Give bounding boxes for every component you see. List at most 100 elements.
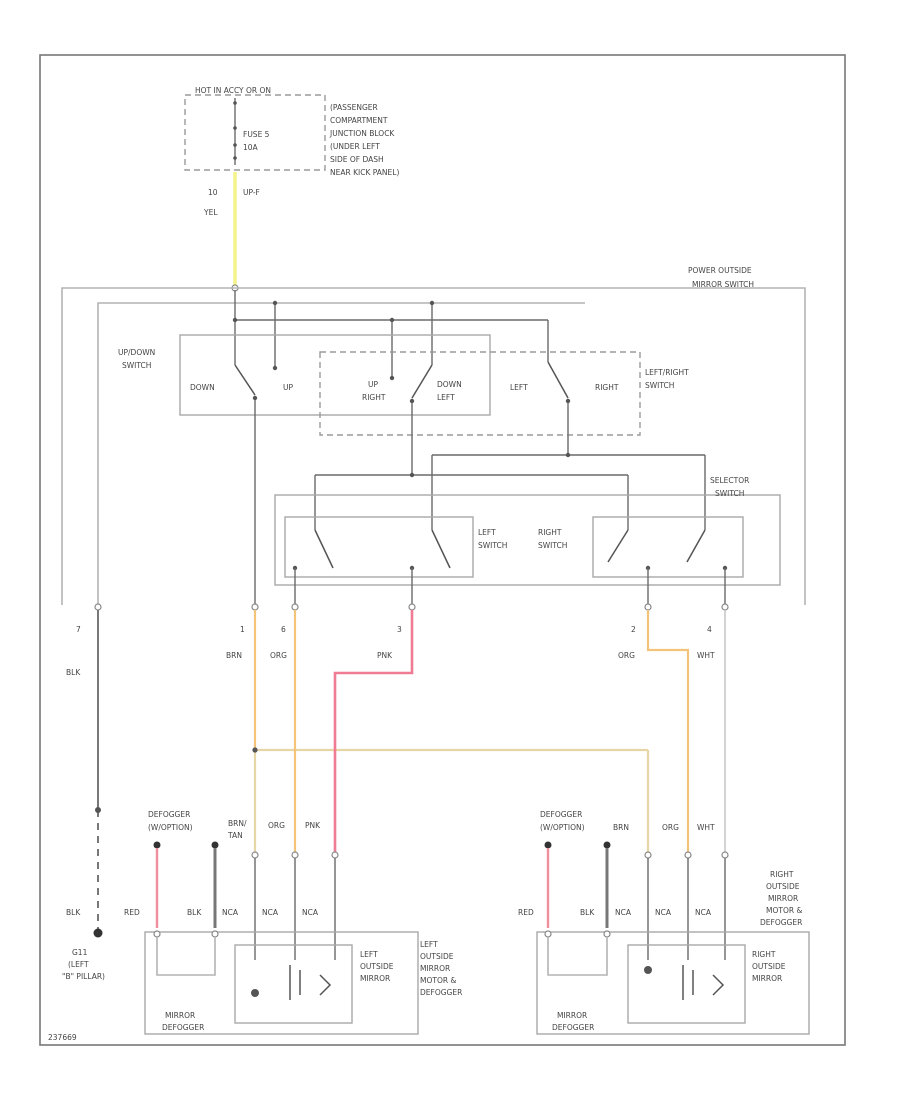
right-mirror-assembly: MIRROR DEFOGGER RIGHT OUTSIDE MIRROR RIG… [536, 870, 810, 1035]
updown-switch: UP/DOWN SWITCH DOWN UP UP RIGHT DOWN LEF… [118, 334, 491, 416]
right-blk: BLK [580, 908, 595, 917]
down-left-1: DOWN [437, 380, 462, 389]
color-3: PNK [377, 651, 393, 660]
left-brn-tan-1: BRN/ [228, 819, 247, 828]
pin-4: 4 [707, 625, 712, 634]
right-mirror-defogger-1: MIRROR [557, 1011, 587, 1020]
right-mirror-defogger-2: DEFOGGER [552, 1023, 594, 1032]
switch-title-1: POWER OUTSIDE [688, 266, 752, 275]
right-mirror-3: MIRROR [752, 974, 782, 983]
left-mirror-defogger-1: MIRROR [165, 1011, 195, 1020]
right-defogger-2: (W/OPTION) [540, 823, 585, 832]
ground-label-1: G11 [72, 948, 88, 957]
diagram-id: 237669 [48, 1033, 77, 1042]
right-org: ORG [662, 823, 679, 832]
switch-title-2: MIRROR SWITCH [692, 280, 754, 289]
up-label: UP [283, 383, 293, 392]
right-assembly-1: RIGHT [770, 870, 794, 879]
feed-num: 10 [208, 188, 218, 197]
left-defogger-2: (W/OPTION) [148, 823, 193, 832]
left-pnk: PNK [305, 821, 321, 830]
up-right-1: UP [368, 380, 378, 389]
left-nca-2: NCA [262, 908, 279, 917]
switch-connector-pins: 7 1 6 3 2 4 BLK BRN ORG PNK ORG WHT [66, 603, 729, 677]
updown-label-1: UP/DOWN [118, 348, 155, 357]
left-switch-1: LEFT [478, 528, 496, 537]
pin-6: 6 [281, 625, 286, 634]
down-left-2: LEFT [437, 393, 455, 402]
feed-pin: UP-F [243, 188, 260, 197]
left-mirror-defogger-2: DEFOGGER [162, 1023, 204, 1032]
right-assembly-2: OUTSIDE [766, 882, 800, 891]
left-assembly-2: OUTSIDE [420, 952, 454, 961]
color-2: ORG [618, 651, 635, 660]
right-assembly-4: MOTOR & [766, 906, 802, 915]
right-nca-2: NCA [655, 908, 672, 917]
color-7: BLK [66, 668, 81, 677]
left-nca-3: NCA [302, 908, 319, 917]
selector-label-1: SELECTOR [710, 476, 749, 485]
selector-switch: SELECTOR SWITCH LEFT SWITCH RIGHT SWITCH [274, 476, 781, 605]
ground-blk: BLK [66, 908, 81, 917]
left-org: ORG [268, 821, 285, 830]
fuse-amps: 10A [243, 143, 259, 152]
right-wht: WHT [697, 823, 715, 832]
left-mirror-harness: DEFOGGER (W/OPTION) BRN/ TAN ORG PNK RED… [66, 810, 339, 960]
left-red: RED [124, 908, 140, 917]
leftright-switch: LEFT RIGHT LEFT/RIGHT SWITCH [319, 351, 689, 436]
ground-label-2: (LEFT [68, 960, 89, 969]
color-4: WHT [697, 651, 715, 660]
right-mirror-harness: DEFOGGER (W/OPTION) BRN ORG WHT RED BLK … [518, 810, 729, 960]
pin-3: 3 [397, 625, 402, 634]
up-right-2: RIGHT [362, 393, 386, 402]
left-mirror-1: LEFT [360, 950, 378, 959]
right-switch-1: RIGHT [538, 528, 562, 537]
left-label: LEFT [510, 383, 528, 392]
right-nca-3: NCA [695, 908, 712, 917]
diagram-border [39, 54, 846, 1046]
junction-block: HOT IN ACCY OR ON FUSE 5 10A (PASSENGER … [184, 86, 399, 177]
right-label: RIGHT [595, 383, 619, 392]
right-red: RED [518, 908, 534, 917]
mirror-switch-boundary: POWER OUTSIDE MIRROR SWITCH [61, 266, 806, 605]
right-mirror-1: RIGHT [752, 950, 776, 959]
right-assembly-5: DEFOGGER [760, 918, 802, 927]
junction-line-2: COMPARTMENT [330, 116, 388, 125]
leftright-label-2: SWITCH [645, 381, 674, 390]
down-label: DOWN [190, 383, 215, 392]
left-mirror-3: MIRROR [360, 974, 390, 983]
harness-wires [93, 610, 726, 938]
junction-line-6: NEAR KICK PANEL) [330, 168, 399, 177]
fuse-label: FUSE 5 [243, 130, 270, 139]
feed-color: YEL [203, 208, 218, 217]
right-mirror-2: OUTSIDE [752, 962, 786, 971]
pin-7: 7 [76, 625, 81, 634]
left-brn-tan-2: TAN [227, 831, 243, 840]
junction-line-4: (UNDER LEFT [330, 142, 380, 151]
right-defogger-1: DEFOGGER [540, 810, 582, 819]
color-1: BRN [226, 651, 242, 660]
leftright-label-1: LEFT/RIGHT [645, 368, 689, 377]
junction-line-3: JUNCTION BLOCK [329, 129, 395, 138]
left-assembly-5: DEFOGGER [420, 988, 462, 997]
left-defogger-1: DEFOGGER [148, 810, 190, 819]
junction-line-1: (PASSENGER [330, 103, 378, 112]
selector-label-2: SWITCH [715, 489, 744, 498]
right-nca-1: NCA [615, 908, 632, 917]
left-assembly-1: LEFT [420, 940, 438, 949]
switch-bus [232, 290, 549, 378]
left-mirror-2: OUTSIDE [360, 962, 394, 971]
hot-label: HOT IN ACCY OR ON [195, 86, 271, 95]
pin-1: 1 [240, 625, 245, 634]
left-switch-2: SWITCH [478, 541, 507, 550]
left-assembly-3: MIRROR [420, 964, 450, 973]
junction-line-5: SIDE OF DASH [330, 155, 384, 164]
ground-label-3: "B" PILLAR) [62, 972, 105, 981]
pin-2: 2 [631, 625, 636, 634]
left-assembly-4: MOTOR & [420, 976, 456, 985]
left-blk: BLK [187, 908, 202, 917]
right-switch-2: SWITCH [538, 541, 567, 550]
color-6: ORG [270, 651, 287, 660]
inter-switch-wires [254, 400, 706, 605]
